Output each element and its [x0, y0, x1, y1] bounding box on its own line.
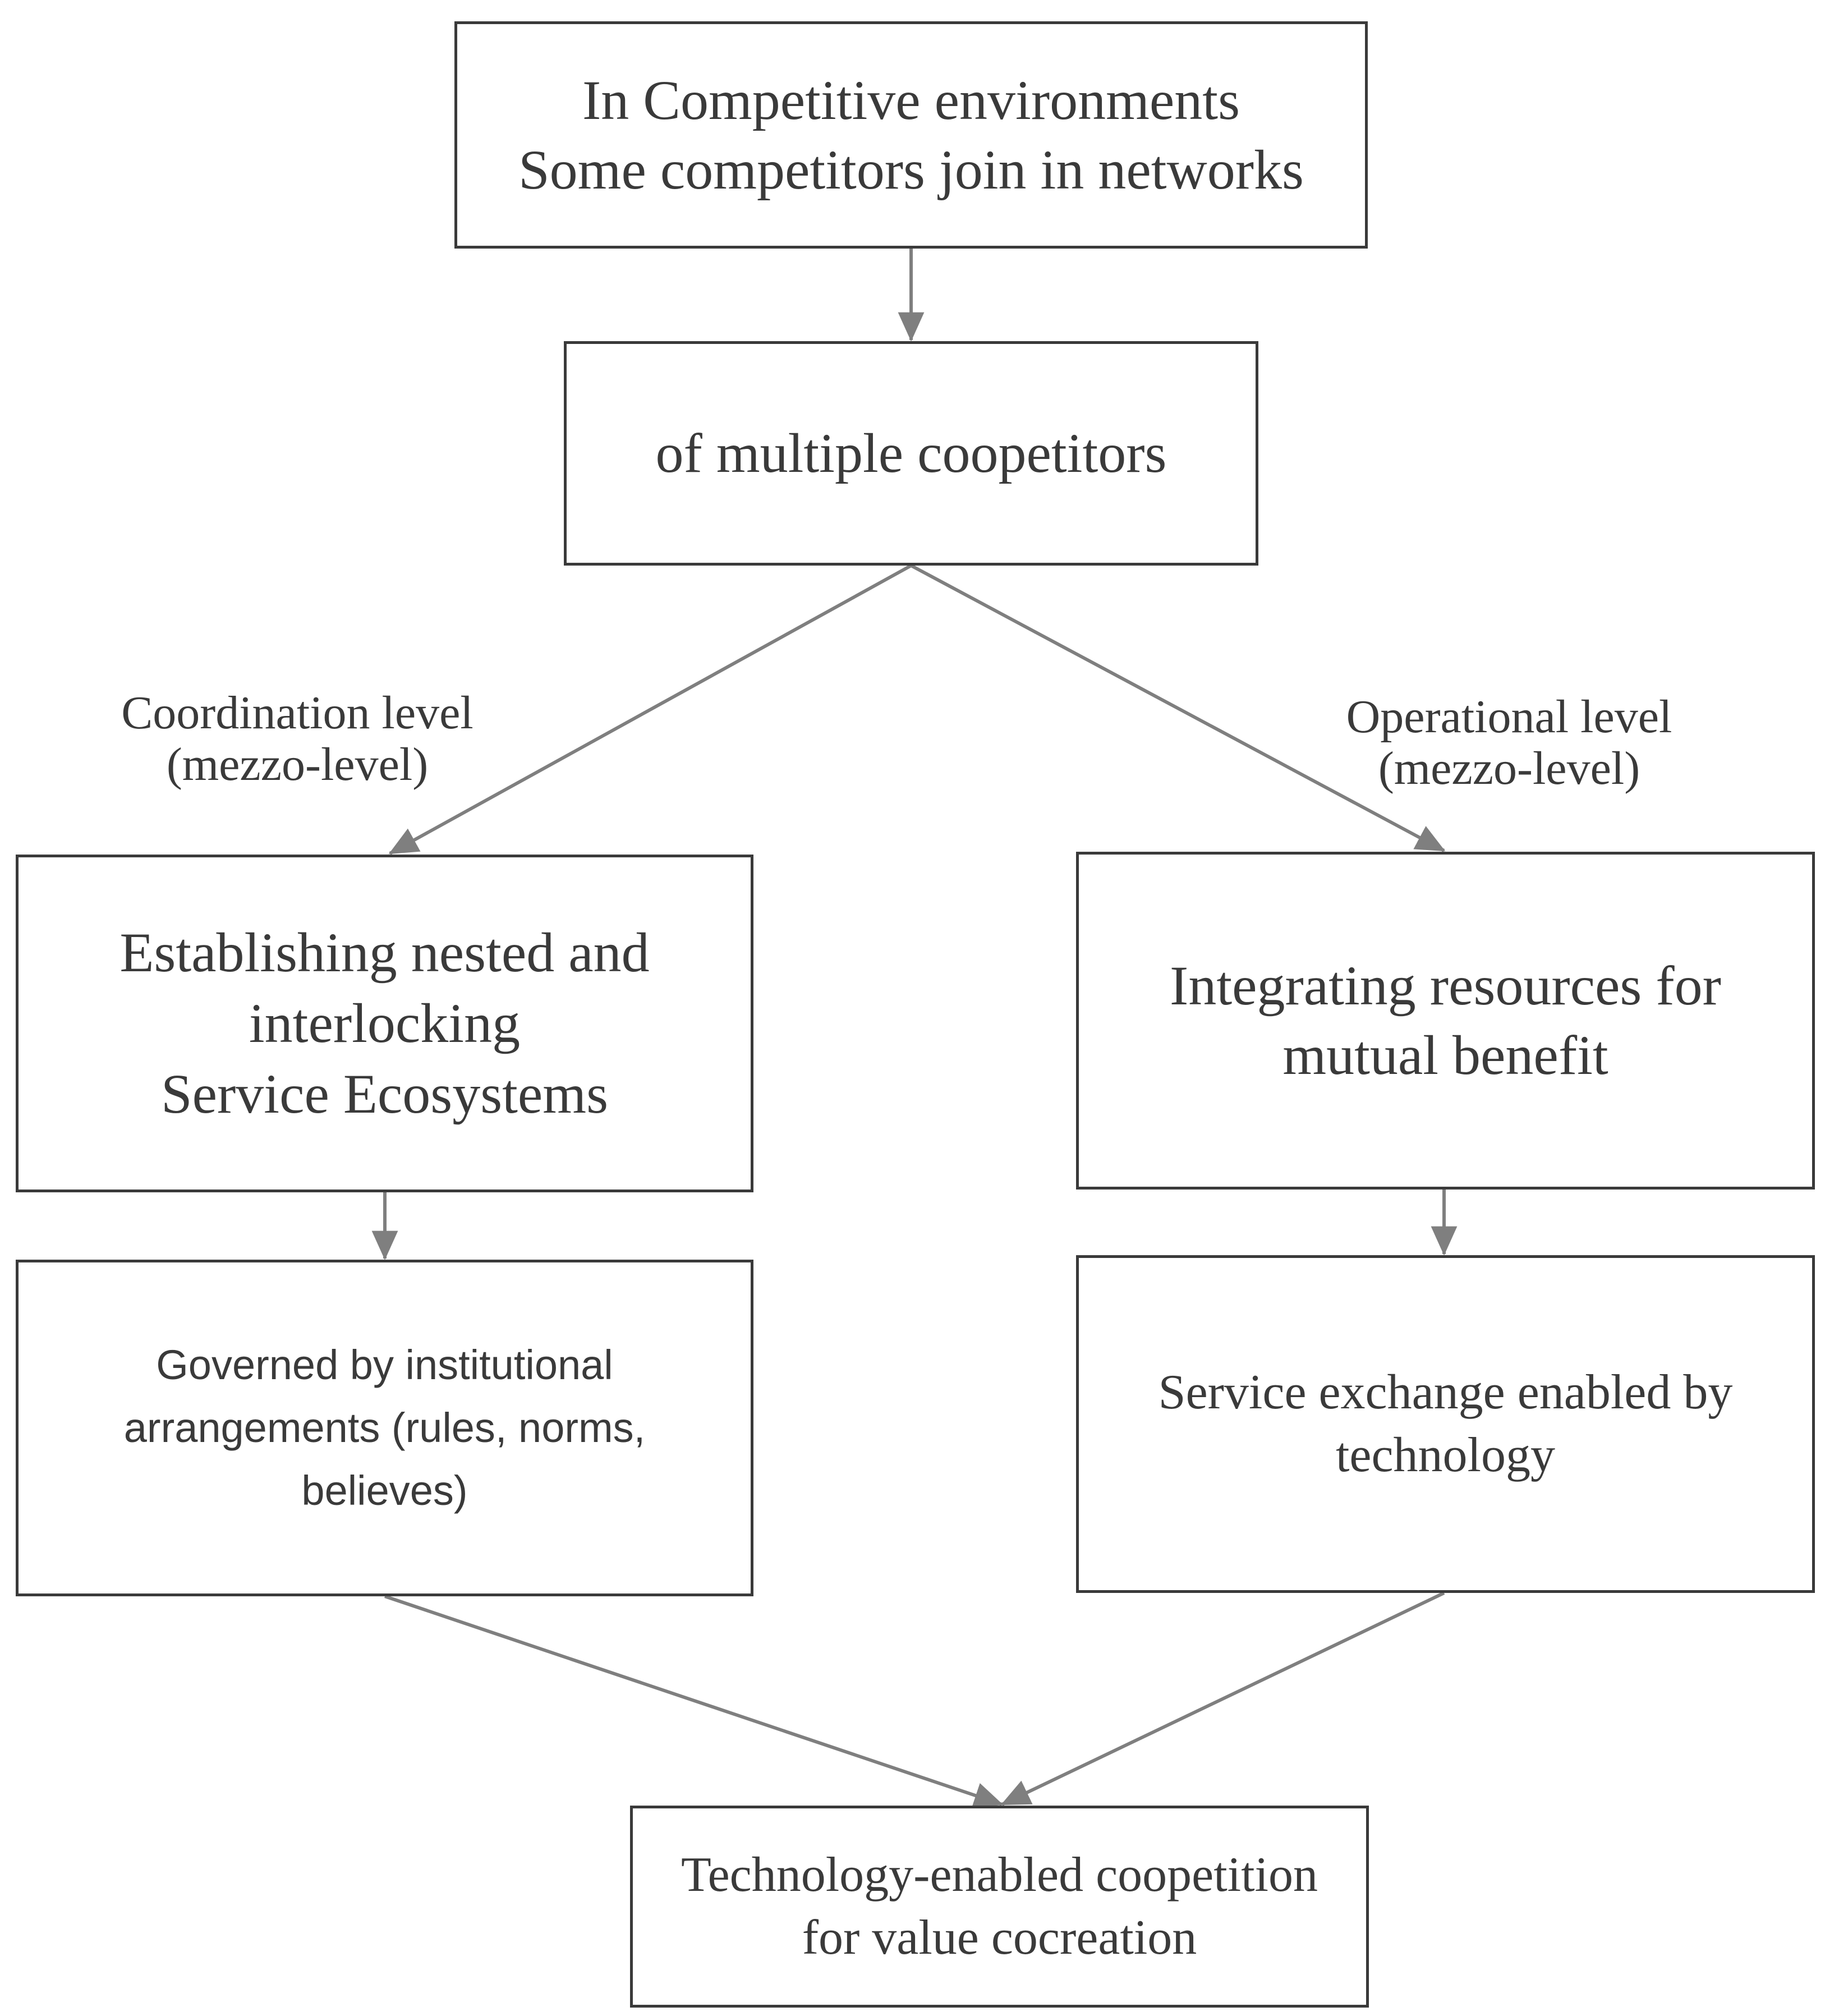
node-text-line: for value cocreation [802, 1911, 1197, 1965]
node-text-line: Governed by institutional [156, 1342, 613, 1388]
edge-label-line: (mezzo-level) [1378, 742, 1640, 795]
node-text-line: Integrating resources for [1170, 954, 1721, 1017]
node-text-line: technology [1335, 1428, 1555, 1482]
node-service-ecosystems: Establishing nested and interlocking Ser… [16, 855, 753, 1192]
node-text-line: believes) [301, 1467, 468, 1514]
edge-label-line: (mezzo-level) [166, 738, 429, 791]
arrow-right-lower-to-bottom [1000, 1591, 1445, 1806]
arrow-left-lower-to-bottom [384, 1595, 1004, 1808]
node-integrating-resources: Integrating resources for mutual benefit [1076, 852, 1815, 1190]
edge-label-line: Operational level [1346, 691, 1672, 743]
node-text-line: Some competitors join in networks [518, 138, 1304, 201]
node-text-line: arrangements (rules, norms, [123, 1404, 646, 1451]
node-text-line: interlocking [249, 992, 521, 1054]
node-text-line: In Competitive environments [582, 68, 1240, 131]
node-technology-enabled-coopetition: Technology-enabled coopetition for value… [630, 1806, 1369, 2008]
node-text-line: mutual benefit [1282, 1024, 1608, 1086]
node-competitive-environments: In Competitive environments Some competi… [454, 21, 1368, 249]
edge-label-operational-level: Operational level (mezzo-level) [1313, 691, 1706, 795]
node-institutional-arrangements: Governed by institutional arrangements (… [16, 1260, 753, 1596]
arrow-middle-to-right-upper [910, 564, 1446, 852]
edge-label-line: Coordination level [121, 687, 474, 739]
arrow-middle-to-left-upper [388, 564, 912, 855]
node-text-line: Establishing nested and [119, 921, 650, 984]
node-text-line: of multiple coopetitors [655, 422, 1167, 484]
node-text-line: Technology-enabled coopetition [681, 1848, 1318, 1902]
node-text-line: Service Ecosystems [160, 1063, 609, 1125]
node-service-exchange: Service exchange enabled by technology [1076, 1255, 1815, 1593]
edge-label-coordination-level: Coordination level (mezzo-level) [101, 687, 494, 791]
node-multiple-coopetitors: of multiple coopetitors [564, 341, 1258, 566]
node-text-line: Service exchange enabled by [1158, 1365, 1733, 1420]
